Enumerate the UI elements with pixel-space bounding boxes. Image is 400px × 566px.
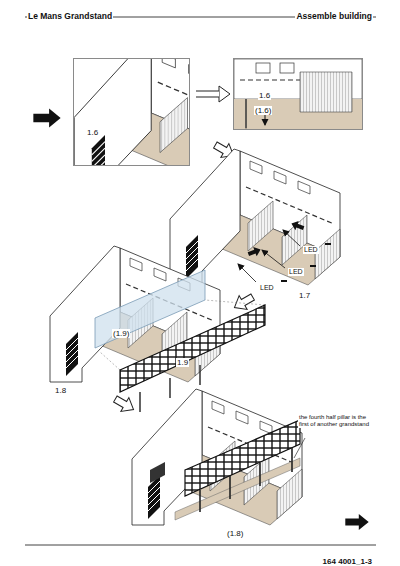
- detail-view-2: [240, 79, 300, 80]
- footer-rule: [25, 545, 376, 546]
- detail-view-1: [74, 59, 189, 165]
- step-1-7: [247, 245, 263, 259]
- component-label: LED: [288, 268, 304, 276]
- callout-number: 1.9: [176, 358, 189, 367]
- document-code-box: 164 4001_1-3: [322, 550, 373, 566]
- step-finished: [199, 490, 201, 512]
- callout-number-box: 1.8: [54, 379, 67, 397]
- step-finished: [132, 389, 305, 525]
- footer-rule: [25, 545, 376, 546]
- direction-arrow: [345, 514, 368, 530]
- detail-view-2: [300, 72, 352, 112]
- callout-number-box: (1.9): [112, 322, 130, 340]
- section-heading: Assemble building: [295, 12, 373, 22]
- step-1-8-1-9: [50, 246, 220, 382]
- step-finished: [132, 389, 302, 525]
- section-heading-box: Assemble building: [295, 5, 373, 23]
- note-text: the fourth half pillar is the first of a…: [298, 414, 372, 428]
- component-label-box: LED: [288, 260, 304, 278]
- step-1-7: [310, 265, 316, 267]
- callout-number: 1.6: [86, 128, 99, 137]
- step-finished: [291, 448, 293, 472]
- direction-arrow: [33, 109, 368, 531]
- step-1-7: [290, 219, 306, 233]
- page-title: Le Mans Grandstand: [27, 5, 113, 23]
- step-1-8-1-9: [139, 392, 140, 412]
- step-finished: [259, 463, 261, 486]
- callout-number-box: 1.7: [298, 284, 311, 302]
- step-1-8-1-9: [50, 246, 265, 412]
- step-finished: [150, 462, 165, 483]
- callout-number-box: 1.9: [176, 351, 189, 369]
- document-code: 164 4001_1-3: [322, 557, 373, 566]
- step-1-7: [262, 250, 285, 268]
- arrow-fill: [196, 92, 219, 97]
- component-label-box: LED: [303, 238, 319, 256]
- direction-arrow: [33, 109, 60, 128]
- step-arrow: [196, 94, 219, 95]
- component-label: LED: [303, 246, 319, 254]
- detail-view-2: [280, 63, 294, 73]
- detail-view-2: [246, 99, 247, 128]
- component-label: LED: [259, 284, 275, 292]
- detail-view-2: [234, 59, 362, 129]
- component-label-box: LED: [259, 276, 275, 294]
- step-1-7: [238, 264, 256, 282]
- callout-number: 1.6: [258, 91, 271, 100]
- step-finished: [229, 476, 231, 499]
- step-1-7: [325, 243, 331, 245]
- callout-number: 1.7: [298, 291, 311, 300]
- step-1-8-1-9: [120, 305, 265, 392]
- step-1-8-1-9: [100, 352, 120, 370]
- detail-view-1: [74, 59, 189, 165]
- detail-view-2: [256, 63, 270, 73]
- detail-panel: 1.6 (1.6): [233, 58, 363, 130]
- callout-number-box: (1.8): [226, 522, 244, 540]
- step-1-8-1-9: [169, 378, 170, 398]
- detail-panel: 1.6: [73, 58, 190, 166]
- detail-view-2: [246, 99, 247, 129]
- step-finished: [294, 438, 305, 458]
- title-text: Le Mans Grandstand: [27, 12, 113, 22]
- arrow-outline: [196, 91, 219, 98]
- callout-number: (1.9): [112, 329, 130, 338]
- step-arrow: [111, 392, 137, 416]
- step-1-8-1-9: [199, 365, 200, 385]
- callout-number: (1.8): [226, 529, 244, 538]
- step-1-7: [281, 280, 287, 282]
- callout-number: 1.8: [54, 386, 67, 395]
- callout-number: (1.6): [254, 106, 272, 115]
- step-1-7: [170, 149, 340, 285]
- note-text-box: the fourth half pillar is the first of a…: [298, 412, 372, 430]
- step-finished: [185, 420, 300, 496]
- step-1-8-1-9: [205, 300, 265, 305]
- step-1-7: [283, 230, 300, 246]
- step-1-8-1-9: [95, 270, 205, 348]
- step-1-7: [170, 149, 340, 285]
